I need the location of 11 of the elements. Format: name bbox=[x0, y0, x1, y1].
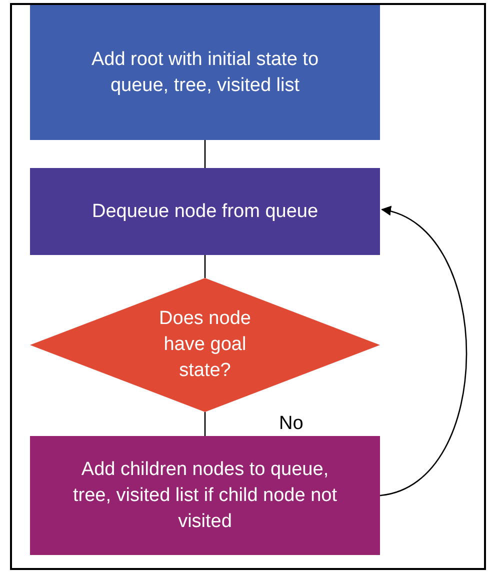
node-text: Add root with initial state to queue, tree, visited list bbox=[90, 48, 320, 98]
connector bbox=[380, 208, 468, 496]
process-box bbox=[30, 168, 380, 255]
connector bbox=[204, 255, 206, 278]
node-text: Add children nodes to queue, tree, visited list if child node not visited bbox=[72, 458, 338, 534]
node-text: Does node have goal state? bbox=[158, 307, 252, 383]
process-box bbox=[30, 436, 380, 555]
connector bbox=[204, 412, 206, 436]
process-box bbox=[30, 5, 380, 140]
connector bbox=[204, 140, 206, 168]
node-text: Dequeue node from queue bbox=[92, 200, 318, 224]
